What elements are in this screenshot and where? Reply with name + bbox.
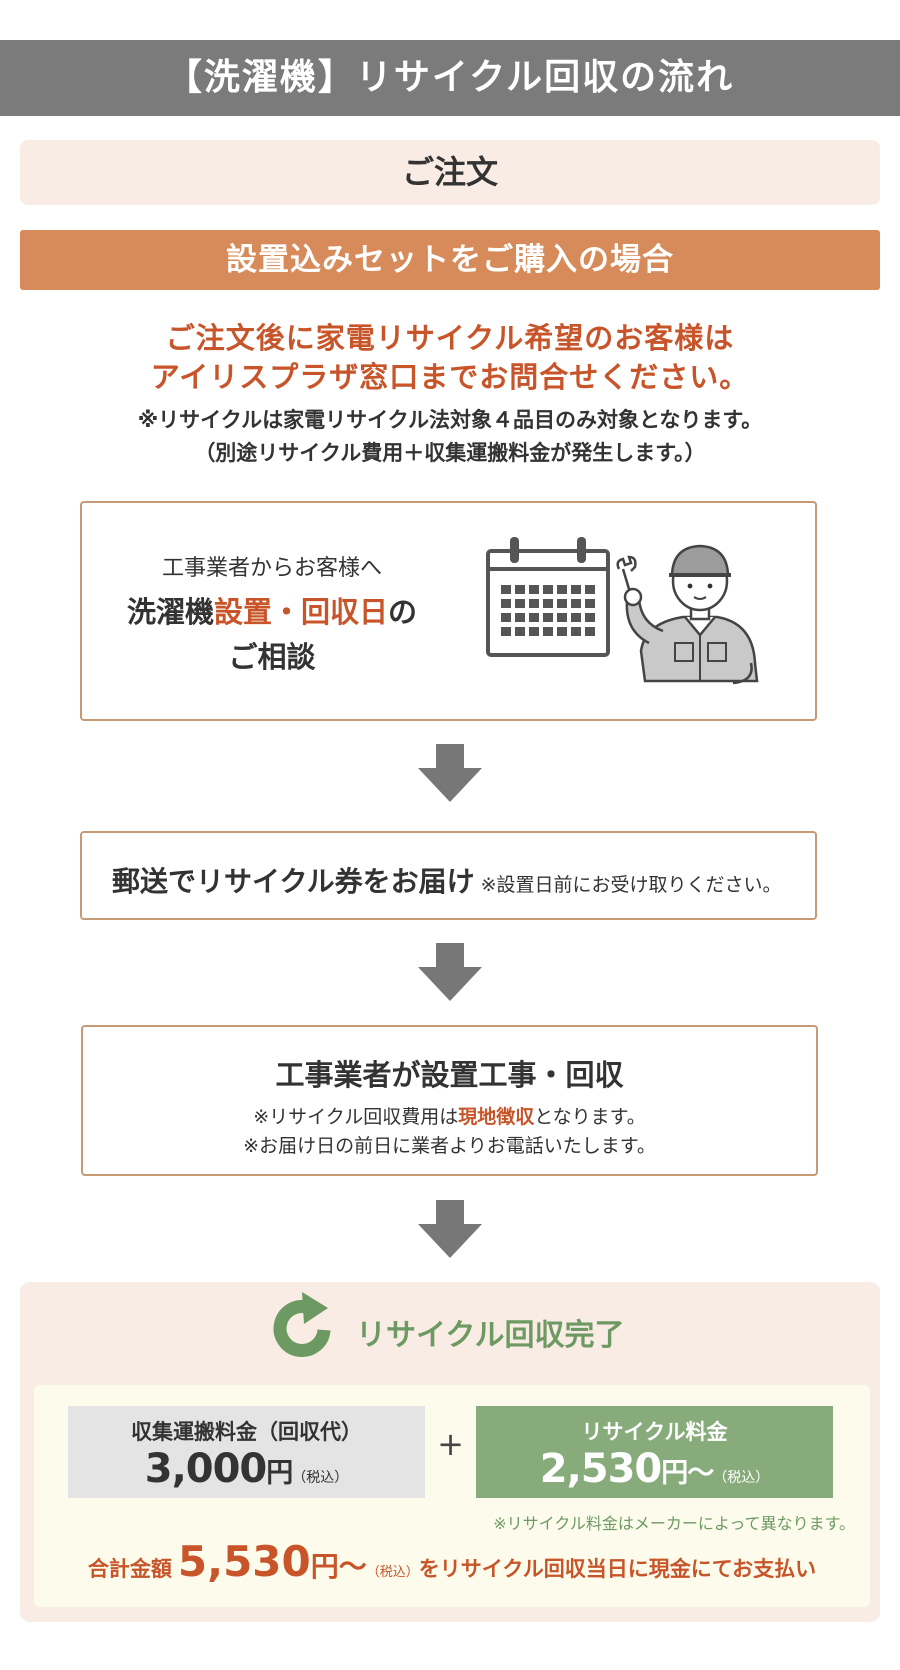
down-arrow-icon: [418, 943, 482, 1001]
fee-recycle-tax: （税込）: [713, 1470, 770, 1486]
step-install-collect: 工事業者が設置工事・回収 ※リサイクル回収費用は現地徴収となります。 ※お届け日…: [81, 1025, 818, 1176]
fee-collection-label: 収集運搬料金（回収代）: [131, 1420, 362, 1444]
lead-line-2: アイリスプラザ窓口までお問合せください。: [150, 360, 750, 394]
total-unit: 円〜: [310, 1550, 367, 1583]
step1-prefix: 洗濯機: [126, 595, 214, 629]
step3-note1-suffix: となります。: [534, 1106, 646, 1128]
step3-note-2: ※お届け日の前日に業者よりお電話いたします。: [243, 1135, 656, 1157]
page-title: 【洗濯機】リサイクル回収の流れ: [0, 40, 900, 116]
total-suffix: をリサイクル回収当日に現金にてお支払い: [418, 1557, 817, 1581]
step3-title: 工事業者が設置工事・回収: [275, 1058, 624, 1092]
step2-main: 郵送でリサイクル券をお届け: [112, 865, 475, 898]
lead-line-1: ご注文後に家電リサイクル希望のお客様は: [165, 321, 735, 355]
step1-line-2: 洗濯機設置・回収日の: [82, 589, 462, 631]
case-heading: 設置込みセットをご購入の場合: [20, 230, 880, 290]
recycle-icon: [273, 1292, 331, 1357]
step-consultation: 工事業者からお客様へ 洗濯機設置・回収日の ご相談: [80, 501, 817, 721]
fee-collection-box: 収集運搬料金（回収代） 3,000円（税込）: [68, 1406, 425, 1498]
fee-recycle-amount: 2,530: [539, 1446, 663, 1492]
total-label: 合計金額: [87, 1557, 172, 1581]
step2-text: 郵送でリサイクル券をお届け※設置日前にお受け取りください。: [112, 860, 802, 900]
fee-recycle-label: リサイクル料金: [581, 1420, 728, 1444]
note-line-1: ※リサイクルは家電リサイクル法対象４品目のみ対象となります。: [137, 408, 763, 432]
fee-recycle-box: リサイクル料金 2,530円〜（税込）: [476, 1406, 833, 1498]
total-amount: 5,530: [177, 1537, 311, 1586]
fee-collection-amount: 3,000: [144, 1446, 268, 1492]
step1-suffix: の: [388, 595, 418, 629]
down-arrow-icon: [418, 1200, 482, 1258]
fee-collection-tax: （税込）: [292, 1470, 349, 1486]
completion-label: リサイクル回収完了: [356, 1318, 625, 1353]
order-heading: ご注文: [20, 140, 880, 205]
step1-line-1: 工事業者からお客様へ: [161, 556, 382, 581]
plus-sign: +: [437, 1425, 464, 1463]
fee-recycle-value: 2,530円〜（税込）: [476, 1446, 833, 1492]
step2-note: ※設置日前にお受け取りください。: [480, 874, 782, 896]
step3-note-1: ※リサイクル回収費用は現地徴収となります。: [83, 1102, 816, 1129]
step3-note1-accent: 現地徴収: [458, 1106, 535, 1128]
fee-note: ※リサイクル料金はメーカーによって異なります。: [493, 1514, 855, 1533]
total-tax: （税込）: [366, 1565, 419, 1580]
fee-recycle-unit: 円〜: [661, 1458, 714, 1489]
fee-collection-value: 3,000円（税込）: [68, 1446, 425, 1492]
step-ticket-mail: 郵送でリサイクル券をお届け※設置日前にお受け取りください。: [80, 831, 817, 920]
step1-accent: 設置・回収日: [213, 595, 388, 629]
step3-note1-prefix: ※リサイクル回収費用は: [253, 1106, 459, 1128]
worker-illustration: [616, 544, 759, 685]
fee-collection-unit: 円: [266, 1458, 293, 1489]
step1-line-3: ご相談: [228, 640, 316, 674]
note-line-2: （別途リサイクル費用＋収集運搬料金が発生します。）: [194, 441, 706, 465]
calendar-icon: [486, 537, 610, 657]
down-arrow-icon: [418, 744, 482, 802]
